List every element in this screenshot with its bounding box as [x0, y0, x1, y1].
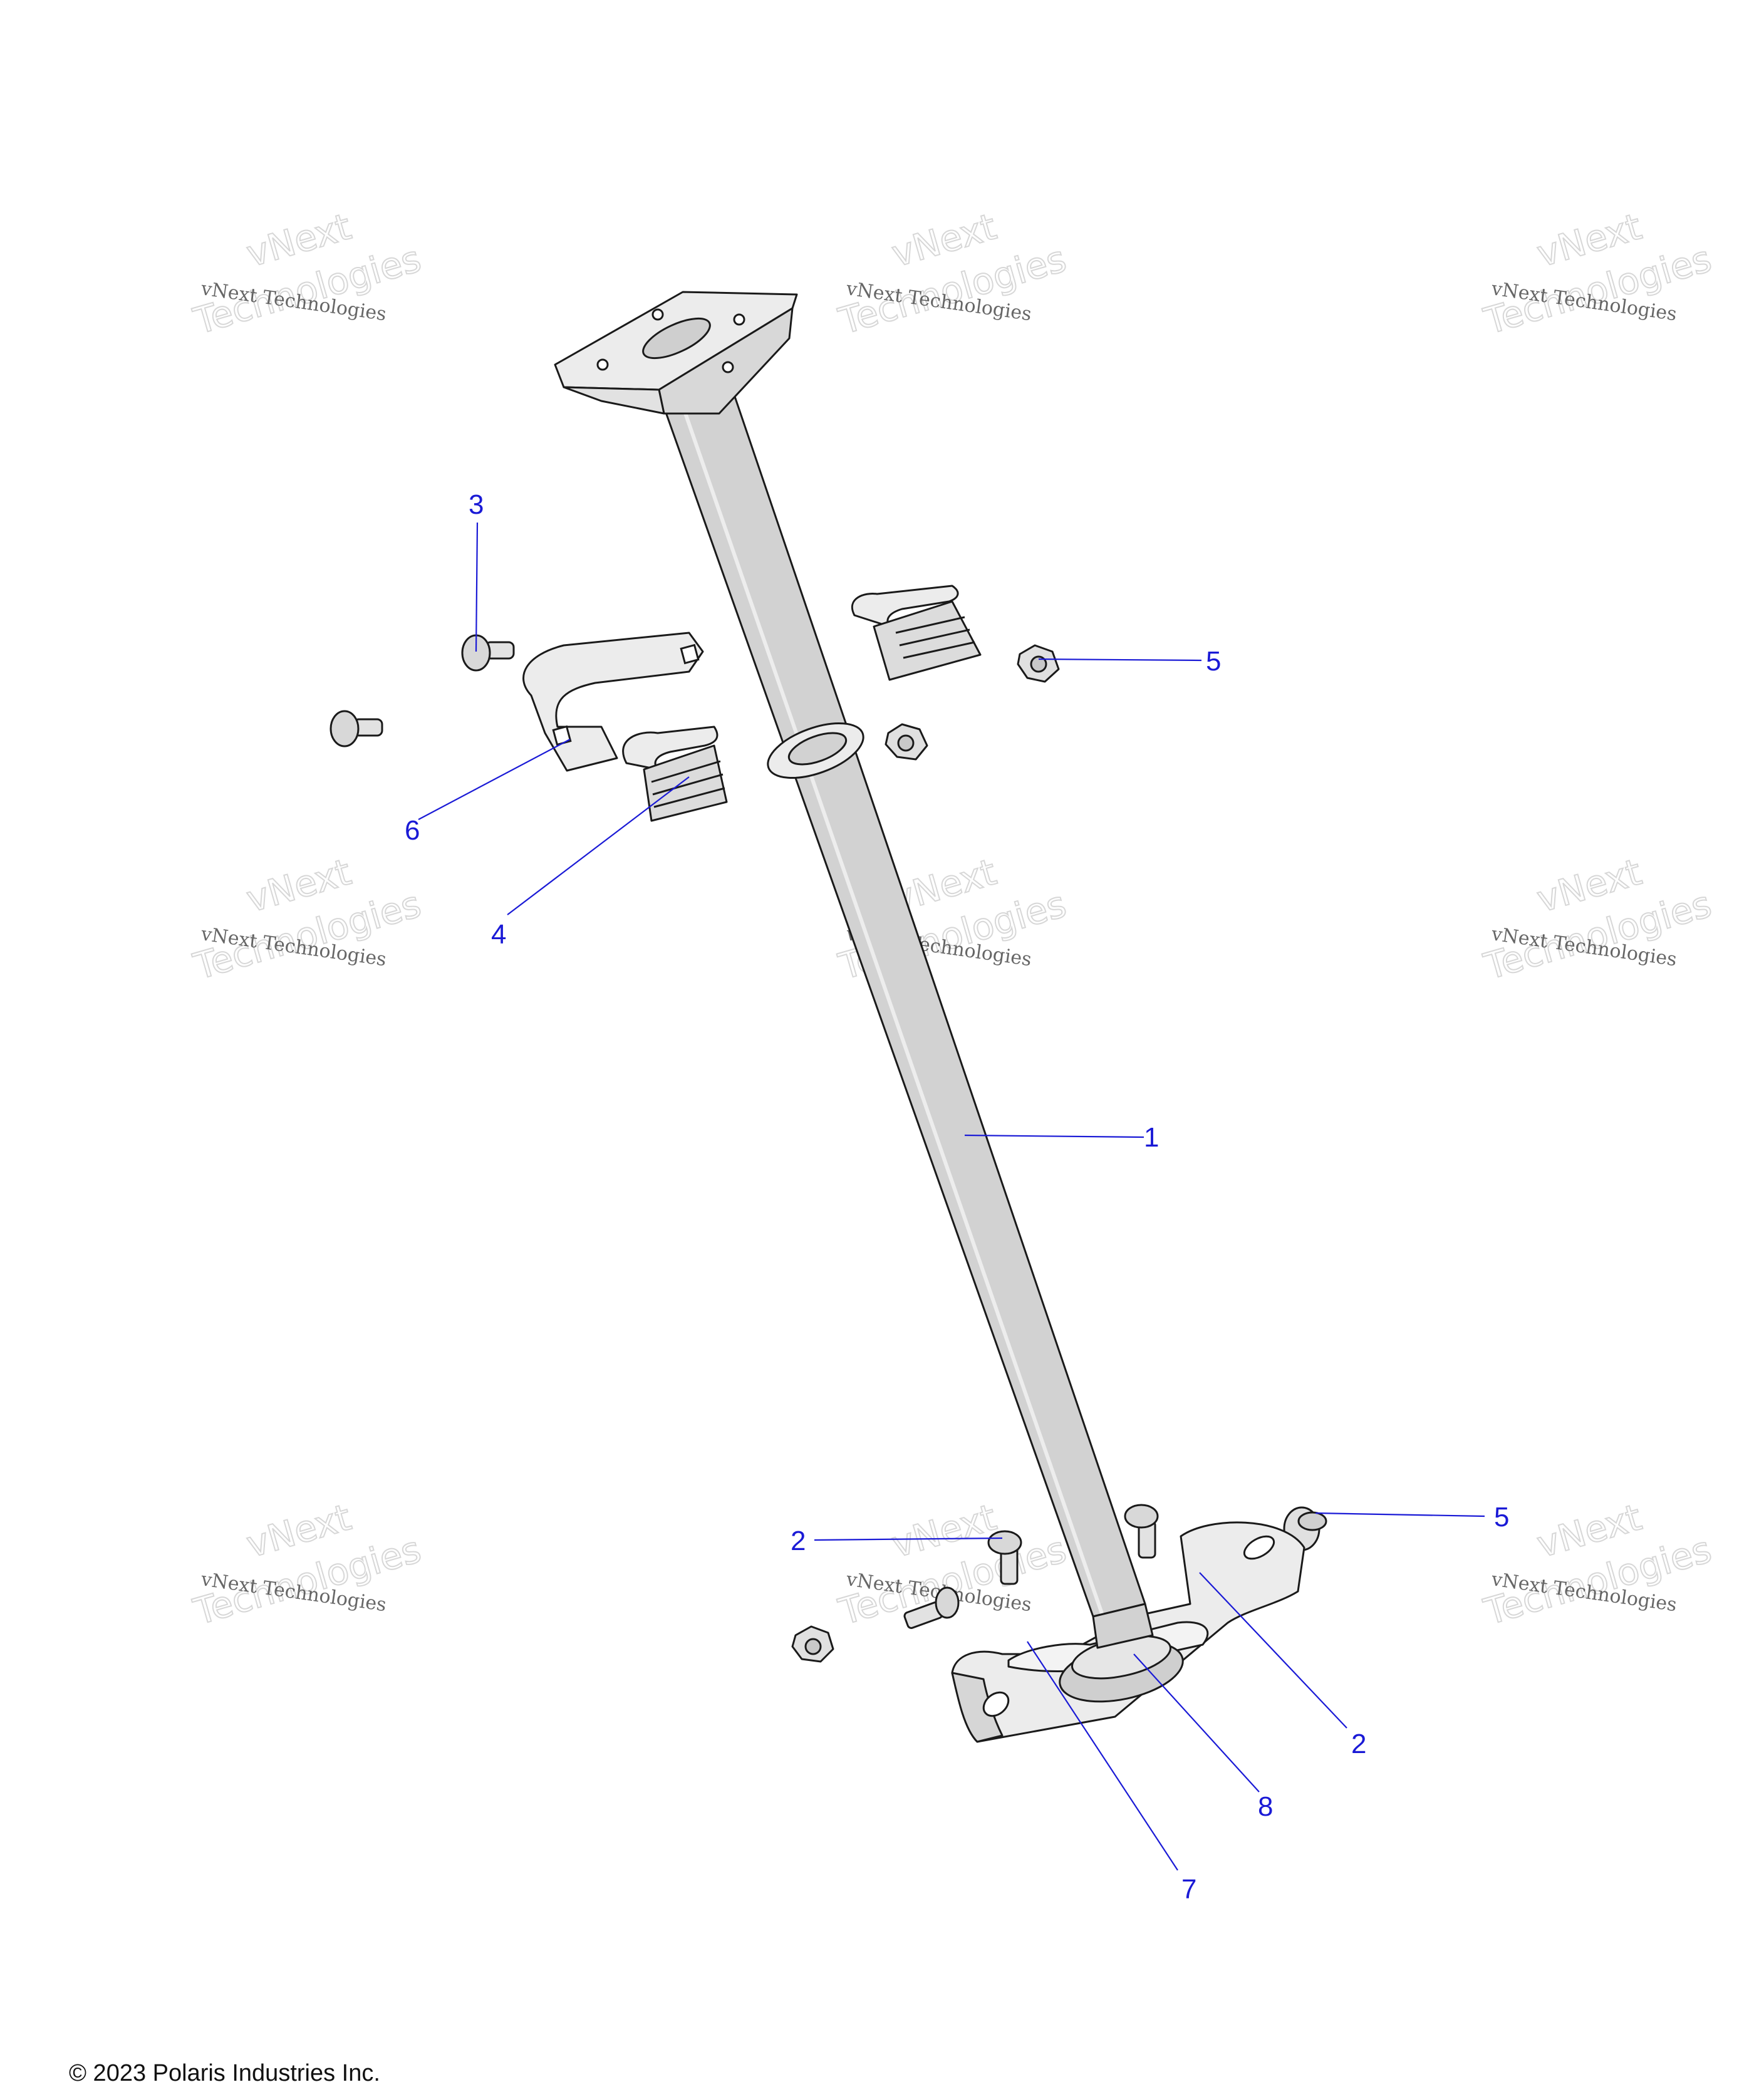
leader-2b: [1199, 1572, 1347, 1729]
steering-column-tube: [663, 393, 1146, 1618]
leader-3: [475, 522, 479, 652]
watermark: vNext Technologies vNext Technologies: [188, 1495, 426, 1634]
bolt: [903, 1586, 960, 1629]
leader-7: [1027, 1641, 1178, 1871]
watermark: vNext Technologies vNext Technologies: [188, 204, 426, 343]
callout-5: 5: [1206, 646, 1221, 677]
bolt: [1124, 1504, 1159, 1559]
flange-nut: [791, 1625, 834, 1663]
callout-1: 1: [1144, 1122, 1159, 1153]
callout-6: 6: [405, 815, 420, 846]
bolt: [987, 1530, 1022, 1585]
callout-labels: 1 2 2 3 4 5 5 6 7 8: [405, 489, 1509, 1905]
callout-4: 4: [491, 919, 506, 950]
watermark: vNext Technologies vNext Technologies: [188, 850, 426, 989]
watermark-group: vNext Technologies vNext Technologies vN…: [188, 204, 1716, 1634]
leader-5b: [1315, 1512, 1485, 1517]
callout-3: 3: [469, 489, 484, 520]
leader-1: [964, 1134, 1144, 1138]
bushing-upper: [851, 585, 982, 681]
watermark: vNext Technologies vNext Technologies: [1478, 1495, 1716, 1634]
flange-nut: [1017, 644, 1060, 683]
watermark: vNext Technologies vNext Technologies: [1478, 204, 1716, 343]
callout-7: 7: [1181, 1874, 1196, 1905]
leader-2a: [814, 1537, 1003, 1541]
callout-5: 5: [1494, 1502, 1509, 1533]
flange-bolt: [329, 710, 383, 747]
watermark: vNext Technologies vNext Technologies: [1478, 850, 1716, 989]
callout-2: 2: [791, 1526, 806, 1556]
callout-8: 8: [1258, 1791, 1273, 1822]
leader-5a: [1038, 658, 1202, 662]
copyright-notice: © 2023 Polaris Industries Inc.: [69, 2060, 380, 2086]
watermark: vNext Technologies vNext Technologies: [833, 204, 1071, 343]
flange-nut: [885, 723, 928, 761]
clamp-bracket: [522, 632, 704, 772]
top-mount-plate: [554, 291, 798, 415]
retaining-ring: [767, 722, 864, 779]
leader-lines: [418, 522, 1485, 1871]
leader-6: [418, 739, 571, 820]
flange-bolt: [461, 634, 515, 672]
leader-4: [507, 776, 690, 915]
bushing-lower: [622, 726, 728, 822]
leader-8: [1133, 1653, 1260, 1793]
callout-2: 2: [1351, 1729, 1366, 1759]
